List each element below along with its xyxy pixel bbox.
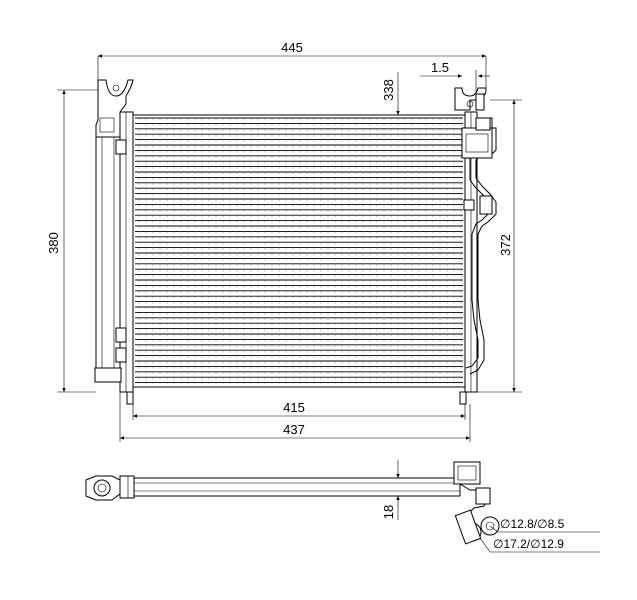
front-view bbox=[94, 79, 497, 405]
bottom-pin-right bbox=[459, 391, 467, 405]
left-header-tank bbox=[94, 111, 134, 393]
dim-core-height-inner: 338 bbox=[381, 79, 396, 101]
thickness-dimension: 18 bbox=[380, 460, 402, 520]
bottom-pin-left bbox=[126, 391, 134, 405]
dim-pipe-diameter-2: ∅17.2/∅12.9 bbox=[493, 537, 564, 551]
refrigerant-pipe bbox=[461, 117, 497, 375]
left-mounting-bracket bbox=[95, 79, 134, 138]
dim-core-width: 415 bbox=[283, 400, 305, 415]
core-fins bbox=[138, 118, 462, 384]
right-mounting-bracket bbox=[454, 87, 487, 111]
dim-overall-width: 437 bbox=[283, 422, 305, 437]
core-tubes bbox=[135, 117, 463, 384]
dim-top-width: 445 bbox=[281, 40, 303, 55]
top-view bbox=[85, 461, 500, 545]
dim-pipe-diameter-1: ∅12.8/∅8.5 bbox=[500, 517, 565, 531]
pipe-diameter-callouts: ∅12.8/∅8.5 ∅17.2/∅12.9 bbox=[479, 517, 600, 553]
pipe-fitting-block bbox=[461, 127, 493, 159]
dim-offset-small: 1.5 bbox=[431, 60, 449, 75]
dim-thickness: 18 bbox=[381, 505, 396, 519]
dim-overall-height: 380 bbox=[46, 232, 61, 254]
dimension-lines: 445 1.5 338 380 372 415 437 bbox=[46, 40, 522, 442]
dim-right-height: 372 bbox=[498, 234, 513, 256]
core-thickness-strip bbox=[119, 477, 461, 497]
